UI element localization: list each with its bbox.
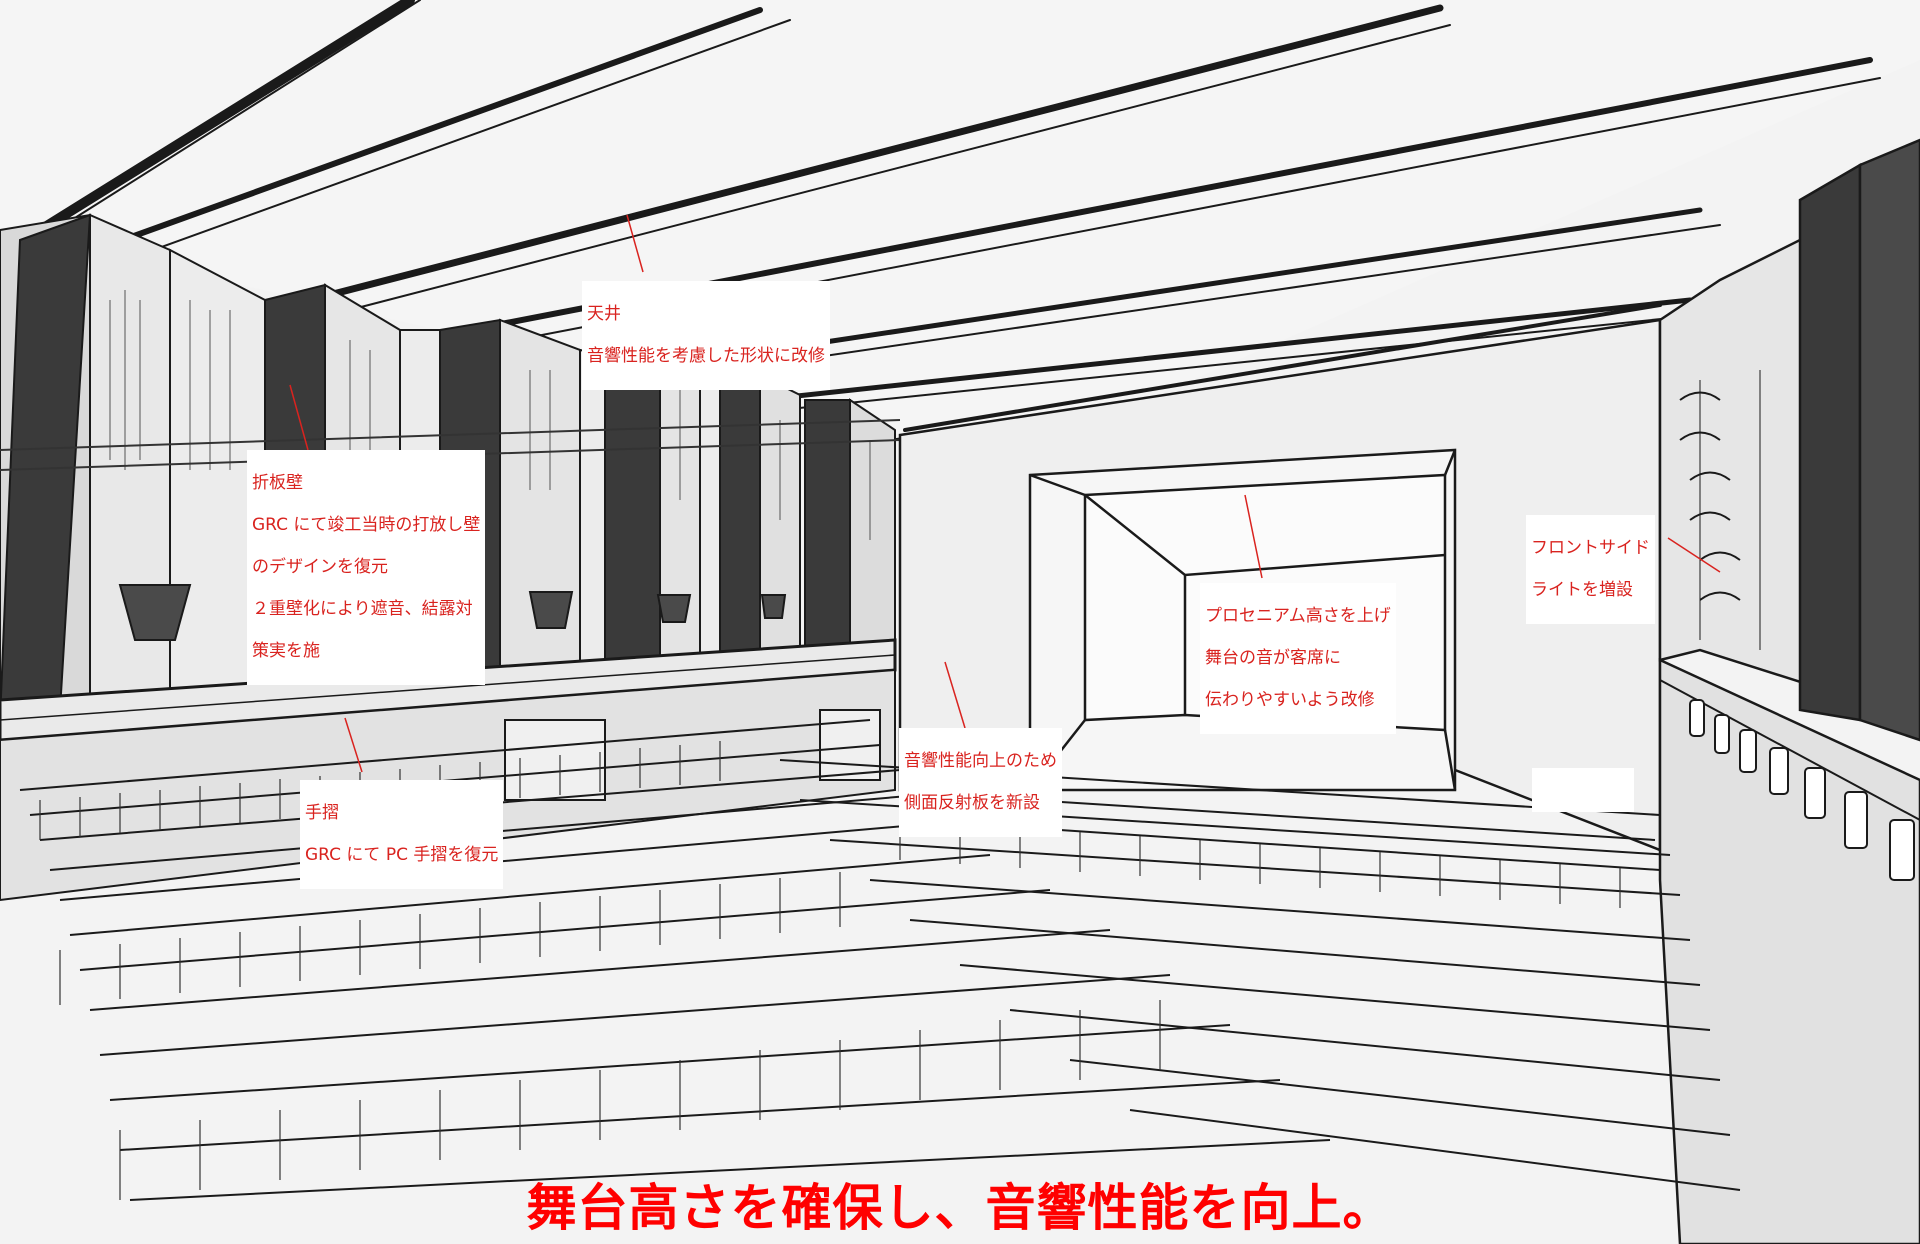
proscenium-line-1: プロセニアム高さを上げ	[1205, 606, 1391, 626]
proscenium-line-3: 伝わりやすいよう改修	[1205, 690, 1375, 710]
ceiling-desc: 音響性能を考慮した形状に改修	[587, 346, 825, 366]
front-side-light-line-1: フロントサイド	[1531, 538, 1650, 558]
folded-wall-line-1: GRC にて竣工当時の打放し壁	[252, 515, 481, 535]
seating-rows	[19, 719, 1741, 1201]
leader-lines	[289, 214, 1721, 773]
folded-wall-annotation: 折板壁 GRC にて竣工当時の打放し壁 のデザインを復元 ２重壁化により遮音、結…	[247, 450, 486, 685]
seat-backs	[39, 741, 1621, 1200]
handrail-desc: GRC にて PC 手摺を復元	[305, 845, 499, 865]
side-reflector-annotation: 音響性能向上のため 側面反射板を新設	[899, 728, 1062, 837]
front-side-light-annotation: フロントサイド ライトを増設	[1526, 515, 1655, 624]
proscenium-annotation: プロセニアム高さを上げ 舞台の音が客席に 伝わりやすいよう改修	[1200, 583, 1396, 734]
headline: 舞台高さを確保し、音響性能を向上。	[526, 1179, 1394, 1237]
folded-wall-title: 折板壁	[252, 473, 303, 493]
side-reflector-line-2: 側面反射板を新設	[904, 793, 1040, 813]
proscenium-line-2: 舞台の音が客席に	[1205, 648, 1341, 668]
folded-wall-line-4: 策実を施	[252, 641, 320, 661]
front-side-light-line-2: ライトを増設	[1531, 580, 1633, 600]
right-balcony-windows	[1689, 699, 1915, 881]
side-reflector-line-1: 音響性能向上のため	[904, 751, 1057, 771]
right-side-wall	[1658, 138, 1920, 1244]
folded-wall-line-2: のデザインを復元	[252, 557, 388, 577]
stage-lights	[1679, 370, 1761, 650]
folded-wall-line-3: ２重壁化により遮音、結露対	[252, 599, 473, 619]
ceiling-annotation: 天井 音響性能を考慮した形状に改修	[582, 281, 830, 390]
blank-label-box	[1532, 768, 1634, 812]
handrail-annotation: 手摺 GRC にて PC 手摺を復元	[300, 780, 504, 889]
handrail-title: 手摺	[305, 803, 339, 823]
ceiling-title: 天井	[587, 304, 621, 324]
